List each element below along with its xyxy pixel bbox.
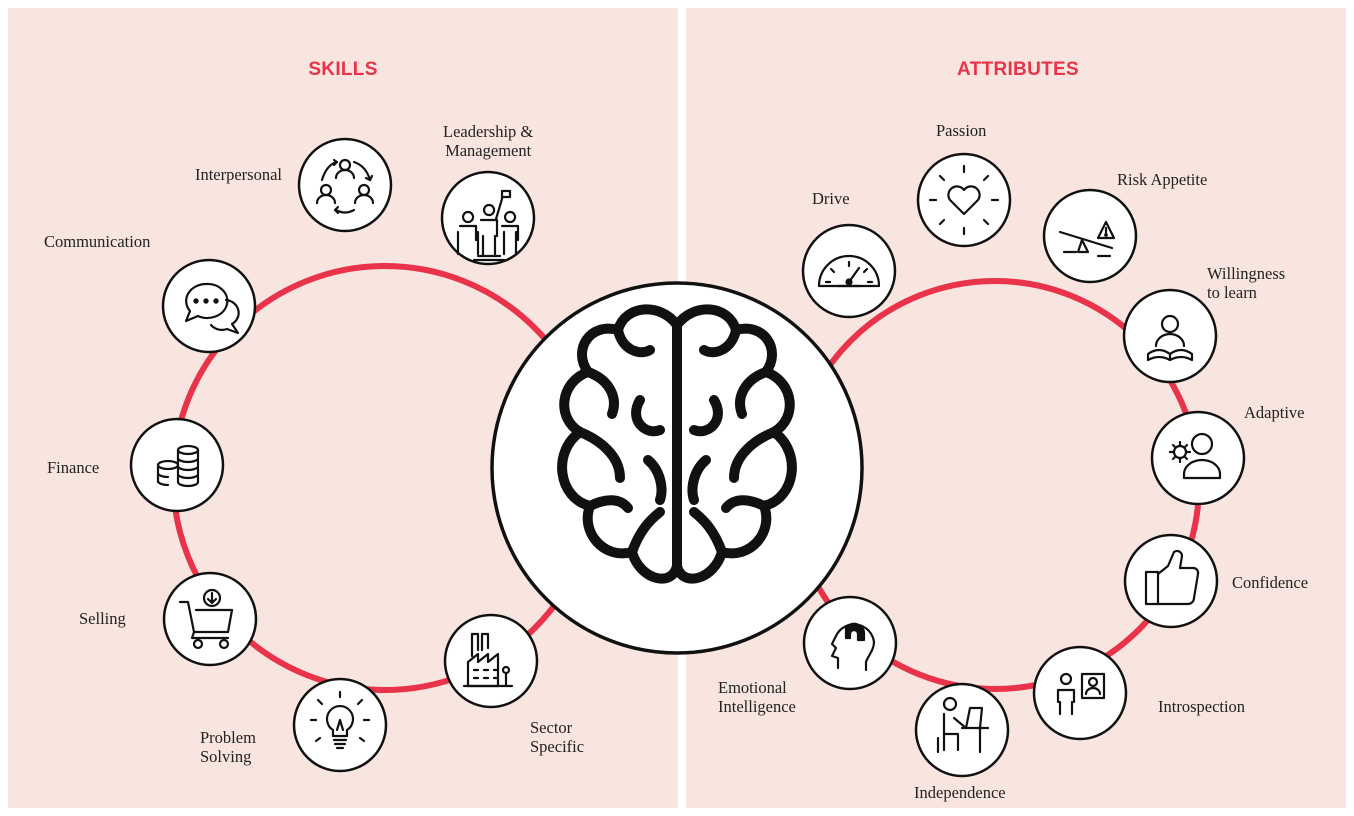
attribute-node-drive [801, 223, 897, 319]
brain-node [490, 281, 864, 655]
emotional-intelligence-icon [830, 622, 876, 672]
label-confidence: Confidence [1232, 573, 1309, 592]
attribute-node-adaptive [1150, 410, 1246, 506]
drive-icon [817, 254, 881, 288]
finance-icon [156, 444, 200, 488]
attribute-node-confidence [1123, 533, 1219, 629]
attribute-node-risk-appetite [1042, 188, 1138, 284]
passion-icon [928, 164, 1000, 236]
skill-node-leadership [440, 170, 536, 266]
label-risk-appetite: Risk Appetite [1117, 170, 1208, 189]
label-passion: Passion [936, 121, 987, 140]
adaptive-icon [1168, 432, 1222, 480]
attribute-node-emotional-intelligence [802, 595, 898, 691]
skill-node-finance [129, 417, 225, 513]
leadership-icon [456, 189, 520, 262]
label-drive: Drive [812, 189, 850, 208]
label-finance: Finance [47, 458, 100, 477]
skill-node-communication [161, 258, 257, 354]
label-adaptive: Adaptive [1244, 403, 1305, 422]
attribute-node-introspection [1032, 645, 1128, 741]
skill-node-interpersonal [297, 137, 393, 233]
attribute-node-independence [914, 682, 1010, 778]
selling-icon [178, 588, 234, 650]
independence-icon [936, 696, 990, 754]
attribute-node-passion [916, 152, 1012, 248]
label-selling: Selling [79, 609, 126, 628]
communication-icon [184, 282, 240, 335]
sector-specific-icon [462, 632, 514, 688]
brain-icon [557, 304, 797, 584]
risk-appetite-icon [1058, 220, 1116, 258]
label-communication: Communication [44, 232, 151, 251]
skill-node-sector-specific [443, 613, 539, 709]
interpersonal-icon [315, 158, 375, 215]
label-introspection: Introspection [1158, 697, 1246, 716]
attribute-node-willingness-to-learn [1122, 288, 1218, 384]
attributes-heading: ATTRIBUTES [957, 59, 1079, 80]
introspection-icon [1056, 672, 1106, 716]
label-leadership-management: Leadership &Management [443, 122, 534, 160]
label-interpersonal: Interpersonal [194, 165, 282, 184]
label-independence: Independence [914, 783, 1006, 802]
problem-solving-icon [309, 690, 371, 750]
willingness-to-learn-icon [1146, 314, 1194, 362]
skill-node-problem-solving [292, 677, 388, 773]
skills-heading: SKILLS [308, 59, 378, 80]
confidence-icon [1144, 549, 1200, 606]
skill-node-selling [162, 571, 258, 667]
